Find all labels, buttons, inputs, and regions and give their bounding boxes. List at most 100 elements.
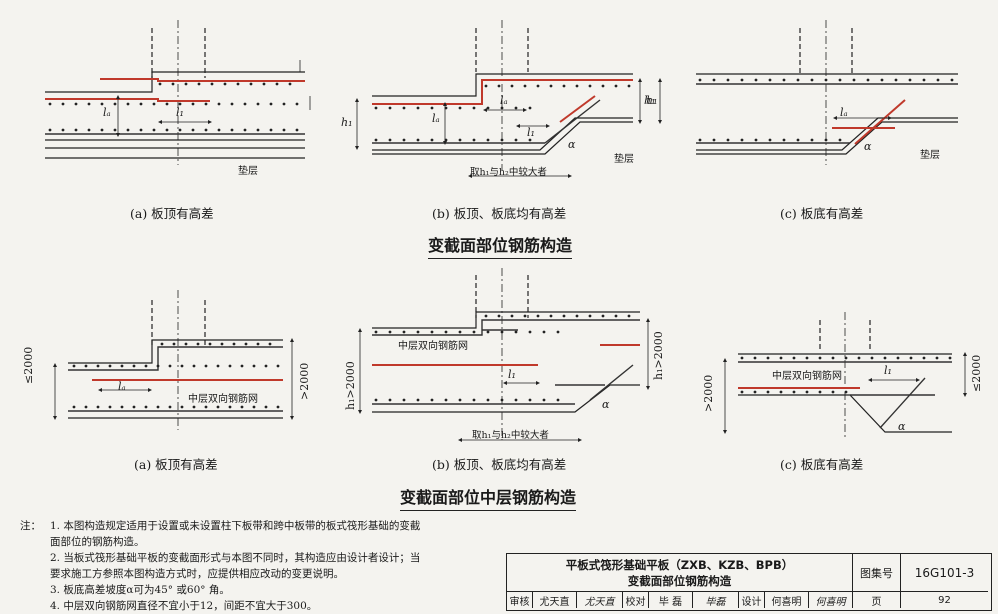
rebar-dot: [192, 364, 196, 368]
label-cushion-top-a: 垫层: [238, 166, 258, 177]
rebar-dot: [276, 405, 280, 409]
rebar-dot: [500, 330, 504, 334]
rebar-dot: [614, 84, 618, 88]
rebar-dot: [523, 314, 527, 318]
rebar-dot: [458, 138, 462, 142]
label-cushion-top-c: 垫层: [920, 150, 940, 161]
rebar-dot: [754, 78, 758, 82]
rebar-dot: [210, 82, 214, 86]
rebar-dot: [208, 342, 212, 346]
rebar-dot: [180, 405, 184, 409]
rebar-dot: [562, 314, 566, 318]
rebar-dot: [948, 356, 952, 360]
rebar-dot: [922, 78, 926, 82]
rebar-dot: [48, 102, 52, 106]
caption-top-a: (a) 板顶有高差: [130, 206, 214, 221]
rebar-dot: [549, 314, 553, 318]
rebar-dot: [156, 405, 160, 409]
rebar-dot: [514, 330, 518, 334]
rebar-dot: [472, 106, 476, 110]
rebar-dot: [72, 364, 76, 368]
rebar-dot: [84, 364, 88, 368]
rebar-dot: [575, 84, 579, 88]
rebar-dot: [244, 342, 248, 346]
rebar-dot: [240, 405, 244, 409]
diagram-top-c: [658, 20, 958, 165]
rebar-dot: [276, 364, 280, 368]
rebar-dots: [48, 78, 954, 409]
rebar-dot: [627, 84, 631, 88]
rebar-dot: [262, 82, 266, 86]
rebar-dot: [108, 405, 112, 409]
rebar-dot: [831, 390, 835, 394]
rebar-dot: [796, 138, 800, 142]
rebar-dot: [268, 342, 272, 346]
rebar-dot: [388, 138, 392, 142]
diagram-top-b: [355, 20, 642, 178]
rebar-dot: [486, 138, 490, 142]
rebar-dot: [165, 128, 169, 132]
rebar-dot: [430, 106, 434, 110]
label-gt2000-mid-c: >2000: [702, 374, 715, 412]
rebar-dot: [158, 82, 162, 86]
rebar-dot: [740, 356, 744, 360]
label-la2-top-b: lₐ: [500, 94, 508, 107]
label-la-top-b: lₐ: [432, 112, 440, 125]
rebar-dot: [113, 128, 117, 132]
rebar-dot: [712, 138, 716, 142]
rebar-dot: [601, 84, 605, 88]
rebar-dot: [810, 78, 814, 82]
rebar-dot: [430, 330, 434, 334]
label-mesh-mid-b: 中层双向钢筋网: [398, 341, 468, 352]
caption-mid-b: (b) 板顶、板底均有高差: [432, 457, 567, 472]
rebar-dot: [197, 82, 201, 86]
rebar-dot: [84, 405, 88, 409]
rebar-dot: [204, 102, 208, 106]
label-alpha-top-c: α: [864, 140, 872, 153]
rebar-dot: [295, 102, 299, 106]
rebar-dot: [152, 128, 156, 132]
rebar-dot: [160, 342, 164, 346]
rebar-dot: [430, 138, 434, 142]
rebar-dot: [178, 102, 182, 106]
rebar-dot: [950, 78, 954, 82]
diagram-mid-c: [723, 312, 967, 440]
rebar-dot: [204, 364, 208, 368]
rebar-dot: [374, 330, 378, 334]
rebar-dot: [191, 128, 195, 132]
rebar-dot: [588, 314, 592, 318]
label-h1gt2000b-mid-b: h₁>2000: [652, 331, 665, 380]
label-la-mid-a: lₐ: [118, 380, 126, 393]
rebar-dot: [909, 356, 913, 360]
rebar-dot: [542, 398, 546, 402]
rebar-dot: [523, 84, 527, 88]
rebar-dot: [87, 102, 91, 106]
rebar-dot: [416, 330, 420, 334]
label-le2000-mid-c: ≤2000: [970, 354, 983, 392]
note-line-6: 4. 中层双向钢筋网直径不宜小于12，间距不宜大于300。: [50, 600, 318, 612]
rebar-dot: [168, 405, 172, 409]
rebar-dot: [191, 102, 195, 106]
rebar-dot: [792, 390, 796, 394]
designer-name: 何喜明: [765, 592, 809, 608]
rebar-dot: [430, 398, 434, 402]
title-line-2: 变截面部位钢筋构造: [627, 574, 732, 588]
rebar-dot: [444, 138, 448, 142]
rebar-dot: [844, 356, 848, 360]
rebar-dot: [782, 78, 786, 82]
notes-head: 注：: [20, 520, 41, 532]
rebar-dot: [810, 138, 814, 142]
rebar-dot: [500, 138, 504, 142]
rebar-dot: [528, 330, 532, 334]
rebar-dot: [894, 78, 898, 82]
label-l1-mid-b: l₁: [508, 368, 516, 381]
rebar-dot: [256, 342, 260, 346]
rebar-dot: [528, 398, 532, 402]
rebar-dot: [866, 78, 870, 82]
rebar-dot: [228, 405, 232, 409]
rebar-dot: [510, 314, 514, 318]
rebar-dot: [96, 364, 100, 368]
rebar-dot: [256, 102, 260, 106]
rebar-dot: [204, 128, 208, 132]
rebar-dot: [220, 342, 224, 346]
